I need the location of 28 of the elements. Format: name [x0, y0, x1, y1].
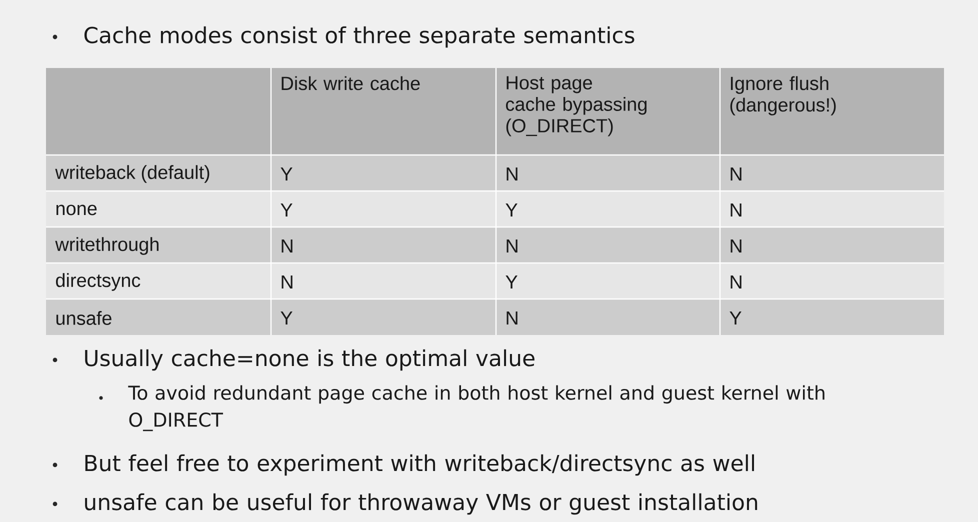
bullet-text: Usually cache=none is the optimal value [85, 349, 534, 371]
header-cell: Ignore flush (dangerous!) [720, 68, 944, 155]
table-cell: N [720, 191, 944, 227]
header-cell: Host page cache bypassing (O_DIRECT) [496, 68, 720, 155]
table-cell: none [46, 191, 271, 227]
table-cell: writeback (default) [46, 155, 271, 191]
table-cell: N [720, 227, 944, 263]
table-cell: writethrough [46, 227, 271, 263]
table-cell: N [720, 155, 944, 191]
table-cell: N [496, 227, 720, 263]
bullet-text: unsafe can be useful for throwaway VMs or guest installation [85, 493, 758, 515]
table-cell: N [720, 263, 944, 299]
table-cell: Y [496, 191, 720, 227]
table-cell: N [271, 263, 496, 299]
table-cell: Y [271, 191, 496, 227]
header-cell: Disk write cache [271, 68, 496, 155]
table-cell: N [496, 298, 720, 335]
table-cell: Y [496, 263, 720, 299]
table-cell: Y [720, 298, 944, 335]
bullet-text: But feel free to experiment with writeback/directsync as well [85, 454, 754, 476]
table-cell: unsafe [46, 298, 271, 335]
table-cell: N [496, 155, 720, 191]
bullet-text: To avoid redundant page cache in both host kernel and guest kernel with O_DIRECT [128, 385, 824, 432]
table-cell: directsync [46, 263, 271, 299]
bullet-text: Cache modes consist of three separate semantics [84, 26, 634, 48]
table-cell: Y [271, 298, 496, 335]
table-cell: Y [271, 155, 496, 191]
table-cell: N [271, 227, 496, 263]
